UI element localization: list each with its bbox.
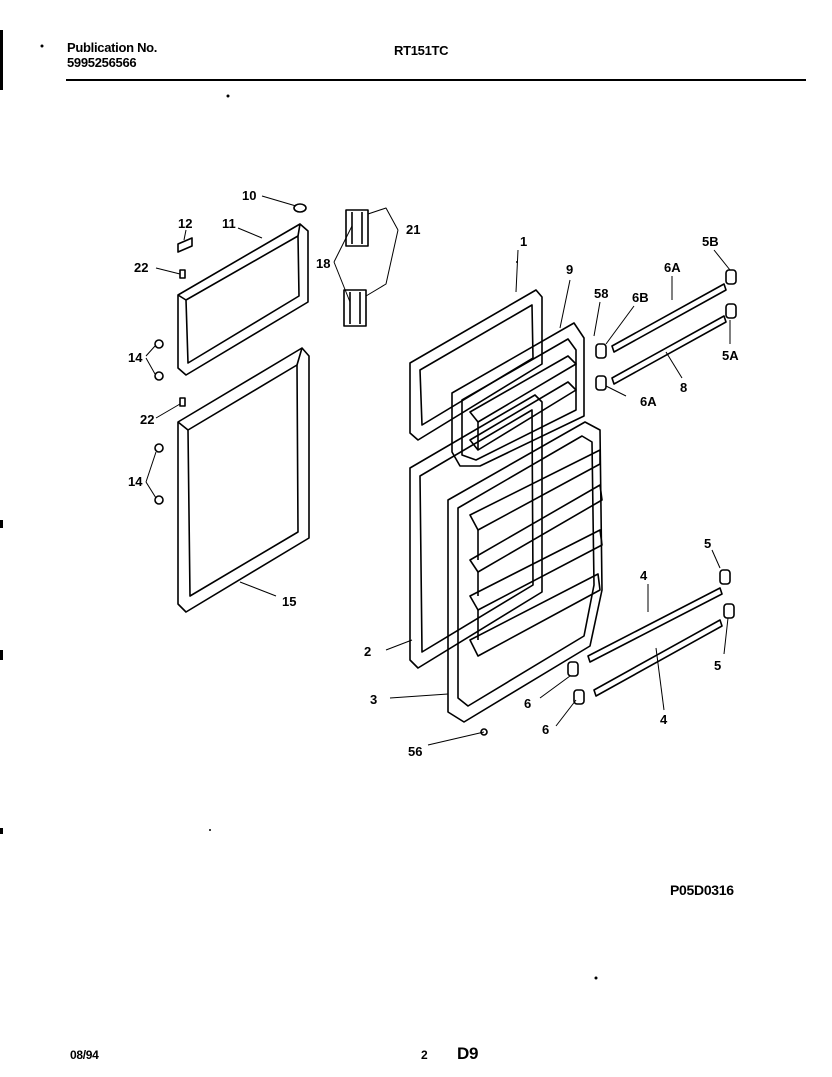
publication-date: 08/94 [70, 1048, 99, 1062]
shelf-bar-4-upper [587, 587, 723, 663]
freezer-door-gasket-1 [409, 289, 543, 441]
callout-6-lower: 6 [542, 722, 549, 737]
callout-6A-bottom: 6A [640, 394, 657, 409]
end-cap-5B [725, 269, 737, 285]
scan-edge-mark [0, 828, 3, 834]
callout-4-lower: 4 [660, 712, 668, 727]
callout-14-lower: 14 [128, 474, 143, 489]
callout-8: 8 [680, 380, 687, 395]
callout-10: 10 [242, 188, 256, 203]
callout-56: 56 [408, 744, 422, 759]
shelf-bar-6A [611, 283, 727, 353]
end-cap-6B [595, 343, 607, 359]
section-code: D9 [457, 1044, 479, 1063]
fresh-food-gasket-15 [177, 347, 310, 613]
callout-58: 58 [594, 286, 608, 301]
end-cap-5-upper [719, 569, 731, 585]
part-10 [293, 203, 307, 213]
callout-14-upper: 14 [128, 350, 143, 365]
leader-lines [145, 195, 731, 746]
callout-6B: 6B [632, 290, 649, 305]
fresh-food-liner-3 [447, 421, 603, 723]
part-22-lower [179, 397, 186, 407]
callout-12: 12 [178, 216, 192, 231]
scan-edge-mark [0, 30, 3, 90]
callout-6A-top: 6A [664, 260, 681, 275]
callout-22-lower: 22 [140, 412, 154, 427]
callout-9: 9 [566, 262, 573, 277]
end-cap-6A [595, 375, 607, 391]
scan-specks [40, 44, 598, 980]
fresh-food-gasket-2 [409, 394, 543, 669]
publication-label: Publication No. [67, 40, 158, 55]
end-cap-6-upper [567, 661, 579, 677]
model-number: RT151TC [394, 43, 449, 58]
end-cap-5A [725, 303, 737, 319]
part-14-d [154, 495, 164, 505]
part-56 [480, 728, 488, 736]
callout-22-upper: 22 [134, 260, 148, 275]
publication-number: 5995256566 [67, 55, 137, 70]
part-14-a [154, 339, 164, 349]
callout-18: 18 [316, 256, 330, 271]
header-rule [66, 79, 806, 81]
scan-edge-mark [0, 520, 3, 528]
part-22-upper [179, 269, 186, 279]
callout-4-upper: 4 [640, 568, 648, 583]
callout-2: 2 [364, 644, 371, 659]
figure-code: P05D0316 [670, 882, 734, 898]
part-14-b [154, 371, 164, 381]
callout-labels: 10 12 11 22 18 21 14 22 14 15 1 9 58 6B … [128, 188, 739, 759]
callout-15: 15 [282, 594, 296, 609]
hinge-lower [343, 289, 367, 327]
scan-edge-mark [0, 650, 3, 660]
shelf-bar-4-lower [593, 619, 723, 697]
end-cap-5-lower [723, 603, 735, 619]
callout-1: 1 [520, 234, 527, 249]
callout-11: 11 [222, 216, 236, 231]
part-14-c [154, 443, 164, 453]
part-12 [177, 237, 193, 253]
callout-21: 21 [406, 222, 420, 237]
end-cap-6-lower [573, 689, 585, 705]
callout-3: 3 [370, 692, 377, 707]
callout-6-upper: 6 [524, 696, 531, 711]
shelf-bar-8 [611, 315, 727, 385]
callout-5A: 5A [722, 348, 739, 363]
callout-5-upper: 5 [704, 536, 711, 551]
freezer-gasket-11 [177, 223, 309, 376]
page-number: 2 [421, 1048, 428, 1062]
hinge-upper [345, 209, 369, 247]
callout-5-lower: 5 [714, 658, 721, 673]
callout-5B: 5B [702, 234, 719, 249]
